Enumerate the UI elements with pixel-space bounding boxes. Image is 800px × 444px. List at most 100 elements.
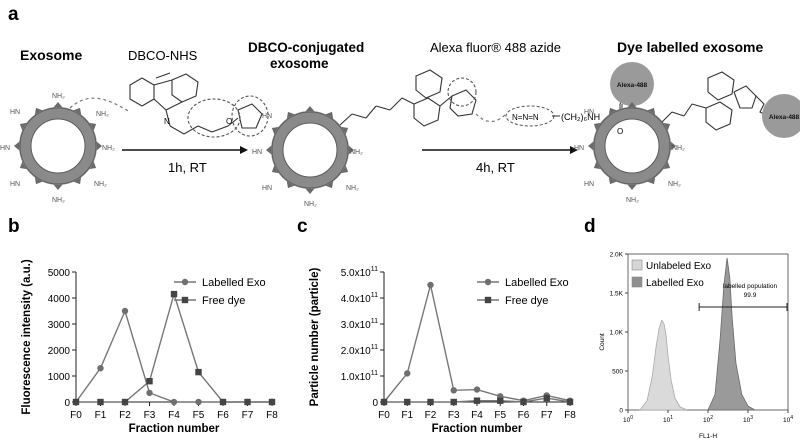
y-tick-label: 3000 (48, 320, 71, 331)
x-tick-label: F5 (494, 410, 506, 421)
reaction-arrow-2 (422, 146, 578, 154)
x-tick-label: F3 (448, 410, 460, 421)
nh2-label: NH₂ (52, 197, 65, 204)
x-tick-label: F7 (242, 410, 254, 421)
legend-label: Labelled Exo (646, 278, 704, 289)
nh-label: HN (584, 181, 594, 188)
legend-label: Unlabeled Exo (646, 261, 711, 272)
y-tick-label: 4.0x1011 (341, 292, 378, 305)
legend-marker (484, 278, 492, 286)
labelled-exo-point (473, 386, 481, 393)
unlabeled-exo-histogram (639, 319, 688, 411)
legend-marker (181, 278, 189, 286)
x-tick-label: 104 (783, 415, 793, 424)
exosome-spike (669, 140, 676, 152)
free-dye-point (121, 398, 129, 406)
chart-c: 01.0x10112.0x10113.0x10114.0x10115.0x101… (309, 266, 576, 435)
gate-label: labelled population (723, 283, 778, 290)
series-line-labelled-exo (75, 308, 272, 403)
nh-label: HN (10, 181, 20, 188)
free-dye-point (380, 398, 388, 406)
x-axis-label: FL1-H (699, 433, 717, 440)
legend-label: Free dye (505, 295, 548, 307)
y-tick-label: 5000 (48, 268, 71, 279)
label-exosome: Exosome (20, 47, 82, 63)
labelled-exo-point (195, 398, 202, 406)
nh2-label: NH₂ (52, 93, 65, 100)
label-dbco-conjugated-1: DBCO-conjugated (248, 40, 364, 55)
y-tick-label: 0 (619, 408, 623, 415)
y-tick-label: 0 (372, 398, 378, 409)
labelled-exo-point (121, 307, 129, 315)
legend-label: Labelled Exo (505, 277, 569, 289)
nh2-label: NH₂ (94, 181, 107, 188)
labelled-exo-point (97, 365, 104, 372)
nh2-label: NH₂ (304, 201, 317, 208)
panel-d-letter: d (584, 216, 596, 237)
panel-c: c 01.0x10112.0x10113.0x10114.0x10115.0x1… (297, 216, 576, 435)
label-dbco-nhs: DBCO-NHS (128, 48, 198, 63)
free-dye-point (97, 398, 104, 406)
x-axis-label: Fraction number (432, 423, 523, 435)
free-dye-point (244, 398, 251, 406)
free-dye-point (497, 397, 504, 404)
y-axis-label: Particle number (particle) (309, 267, 321, 406)
y-tick-label: 5.0x1011 (341, 266, 378, 279)
y-tick-label: 500 (612, 369, 623, 376)
legend-marker (181, 296, 189, 304)
exosome-spike (588, 140, 595, 152)
dashed-curve-2 (475, 113, 507, 123)
x-tick-label: F8 (564, 410, 576, 421)
y-tick-label: 3.0x1011 (341, 318, 378, 331)
panel-c-letter: c (297, 216, 308, 237)
y-tick-label: 1.0K (610, 330, 624, 337)
panel-a-letter: a (8, 4, 19, 25)
x-tick-label: 100 (623, 415, 633, 424)
nh2-label: NH₂ (346, 185, 359, 192)
y-tick-label: 2000 (48, 346, 71, 357)
x-tick-label: F0 (70, 410, 82, 421)
labelled-exo-point (146, 389, 153, 397)
legend-marker (484, 296, 492, 304)
alexa-488-badge-2 (762, 94, 800, 138)
panel-b-letter: b (8, 216, 20, 237)
x-tick-label: 103 (743, 415, 753, 424)
nh2-label: NH₂ (626, 197, 639, 204)
nh2-label: NH₂ (672, 145, 685, 152)
dbco-nhs-structure (129, 72, 269, 138)
dbco-nhs-o: O (226, 117, 232, 126)
series-line-free-dye (76, 291, 272, 403)
x-axis-label: Fraction number (129, 423, 220, 435)
x-tick-label: F4 (471, 410, 483, 421)
free-dye-point (219, 398, 227, 406)
step2-condition: 4h, RT (476, 160, 515, 175)
legend-label: Labelled Exo (202, 277, 266, 289)
exosome-spike (626, 102, 638, 109)
label-dbco-conjugated-2: exosome (270, 56, 329, 71)
free-dye-point (427, 398, 434, 406)
exosome-spike (52, 102, 64, 109)
nh2-label: NH₂ (350, 149, 363, 156)
alexa-488-label-1: Alexa-488 (617, 82, 648, 89)
label-alexa-azide: Alexa fluor® 488 azide (430, 40, 561, 55)
exosome-spike (95, 140, 102, 152)
nh-label: HN (252, 149, 262, 156)
y-tick-label: 0 (64, 398, 70, 409)
nh-label: HN (262, 113, 272, 120)
x-tick-label: F5 (193, 410, 205, 421)
nh2-label: NH₂ (668, 181, 681, 188)
legend-swatch (631, 276, 643, 288)
nh-label: HN (10, 109, 20, 116)
panel-a: a Exosome DBCO-NHS DBCO-conjugated exoso… (0, 4, 800, 208)
y-tick-label: 1000 (48, 372, 71, 383)
exosome-spike (626, 183, 638, 190)
x-tick-label: 102 (703, 415, 713, 424)
labelled-exo-histogram (707, 257, 757, 411)
free-dye-point (450, 398, 457, 406)
y-tick-label: 2.0x1011 (341, 344, 378, 357)
free-dye-point (566, 398, 574, 406)
free-dye-point (404, 398, 411, 406)
